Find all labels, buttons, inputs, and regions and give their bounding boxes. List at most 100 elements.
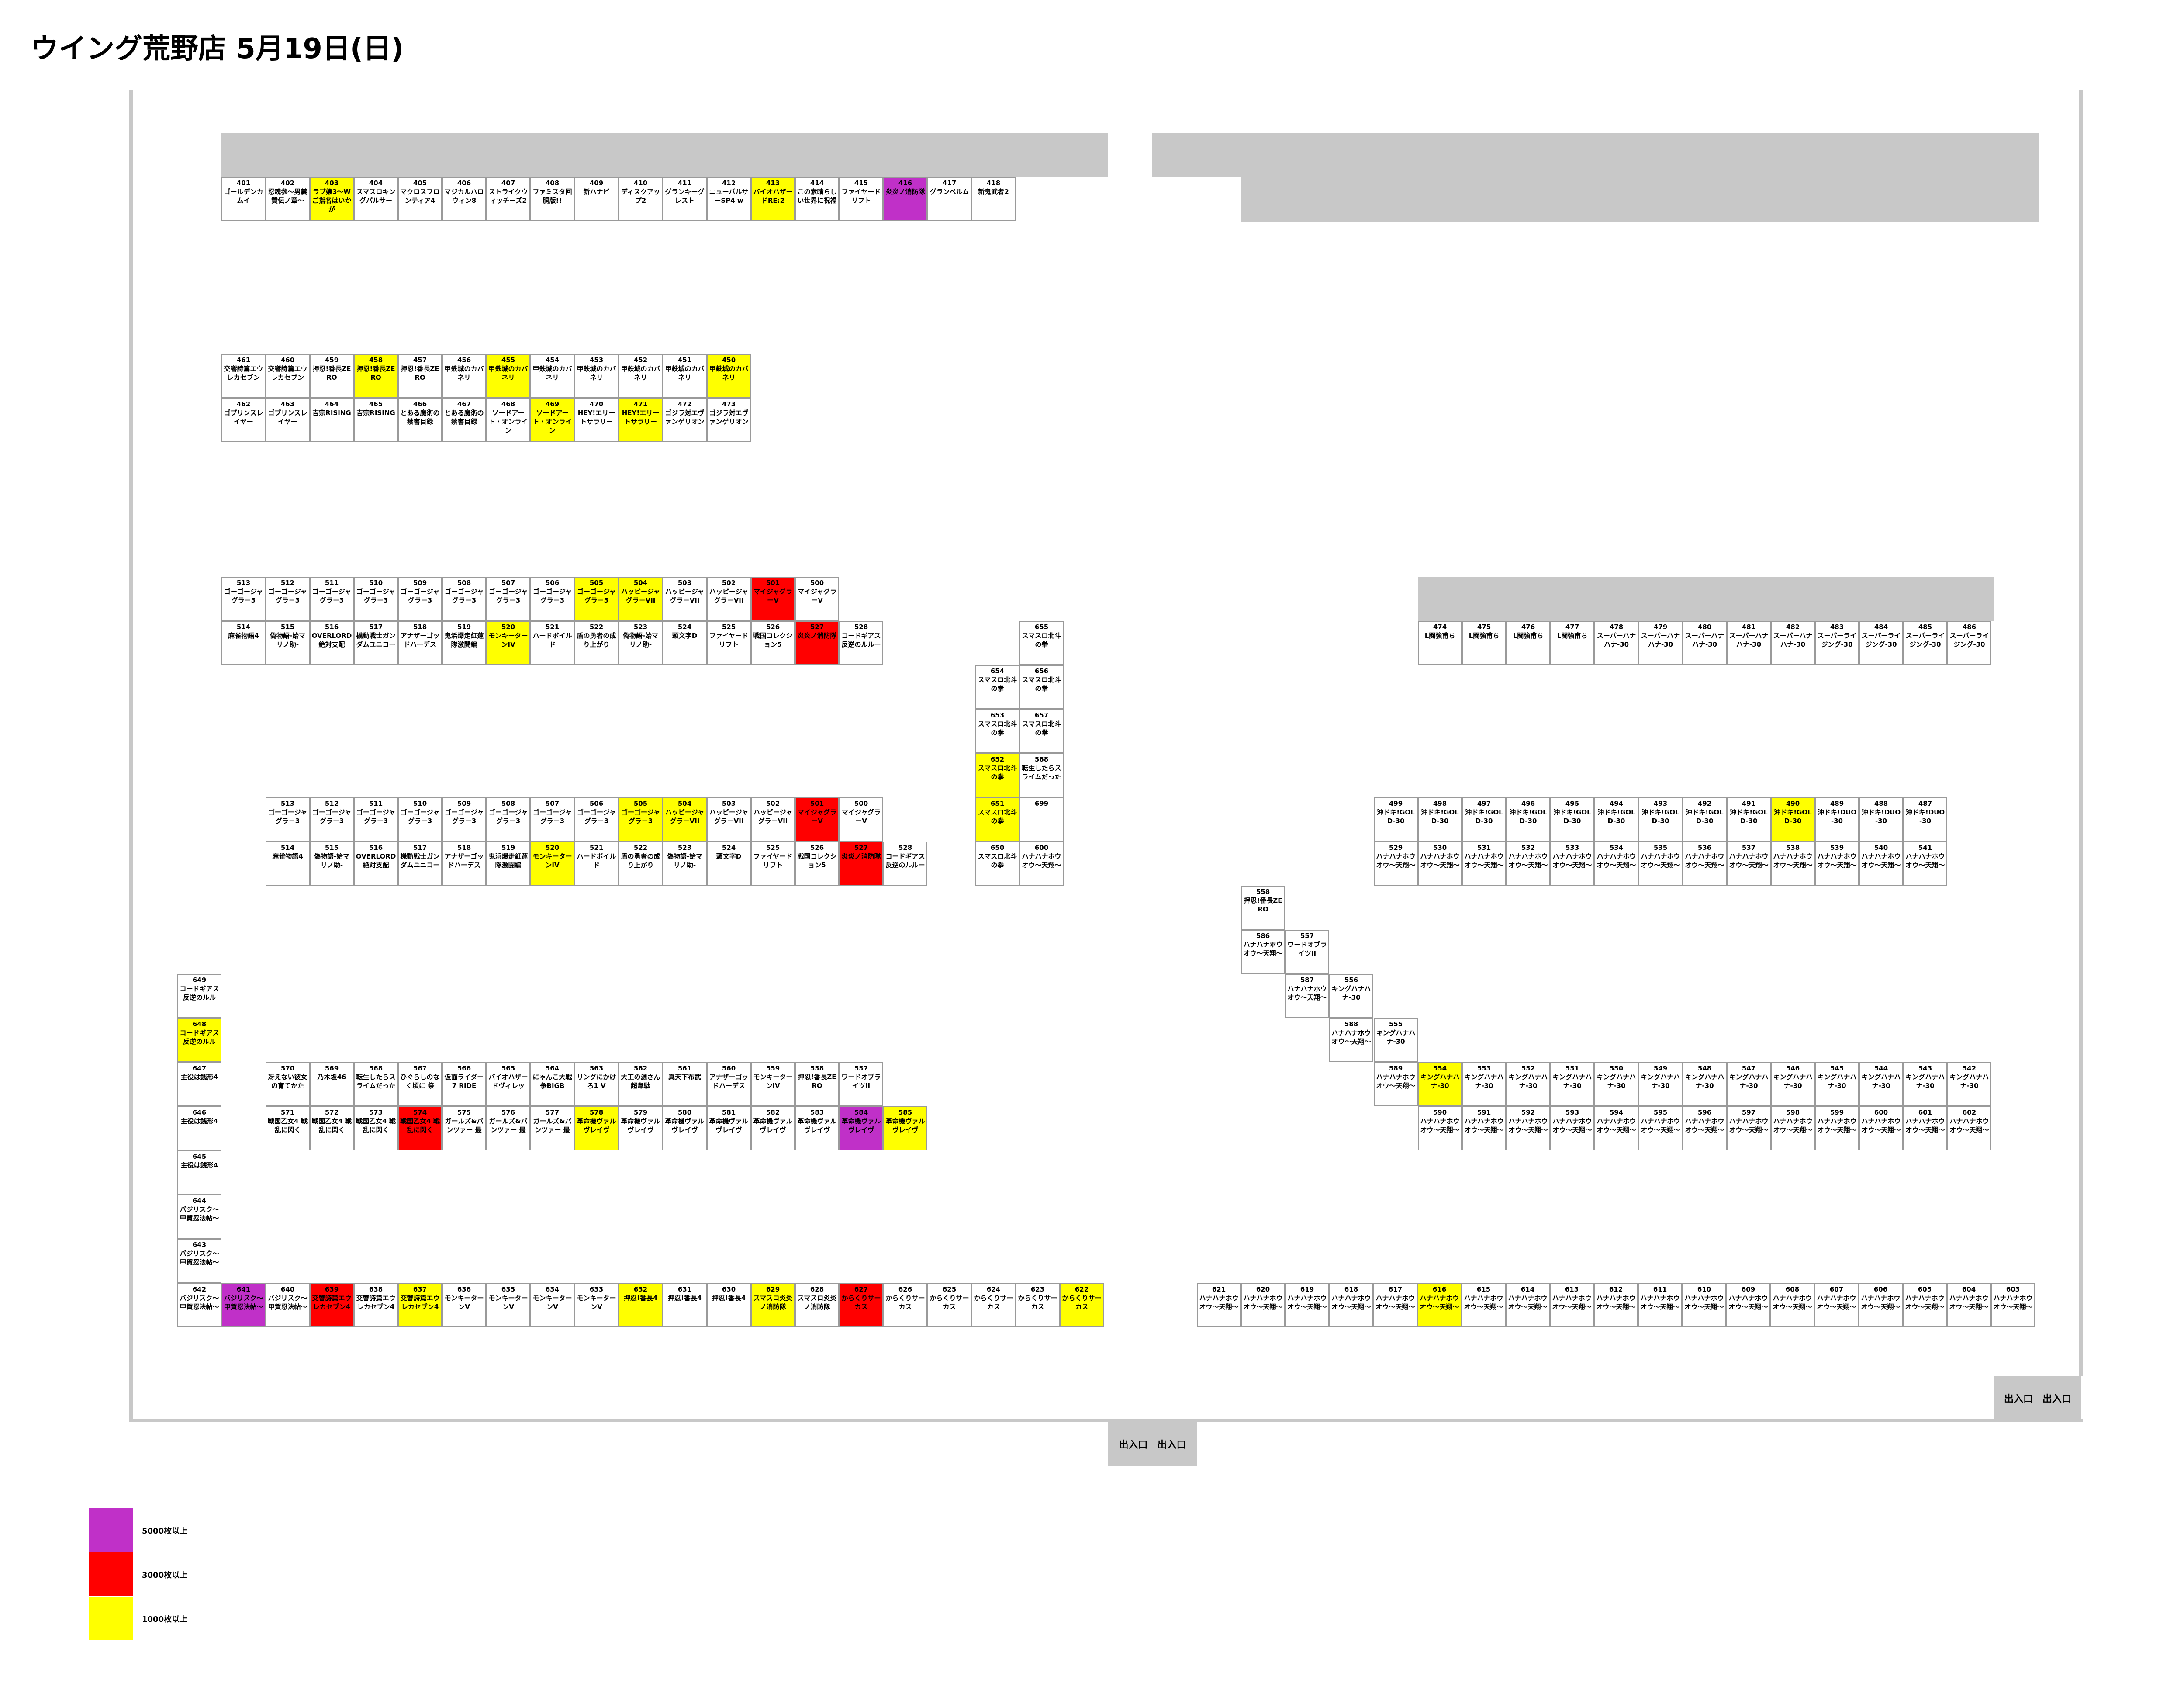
machine-cell-699[interactable]: 699 xyxy=(1019,797,1064,842)
